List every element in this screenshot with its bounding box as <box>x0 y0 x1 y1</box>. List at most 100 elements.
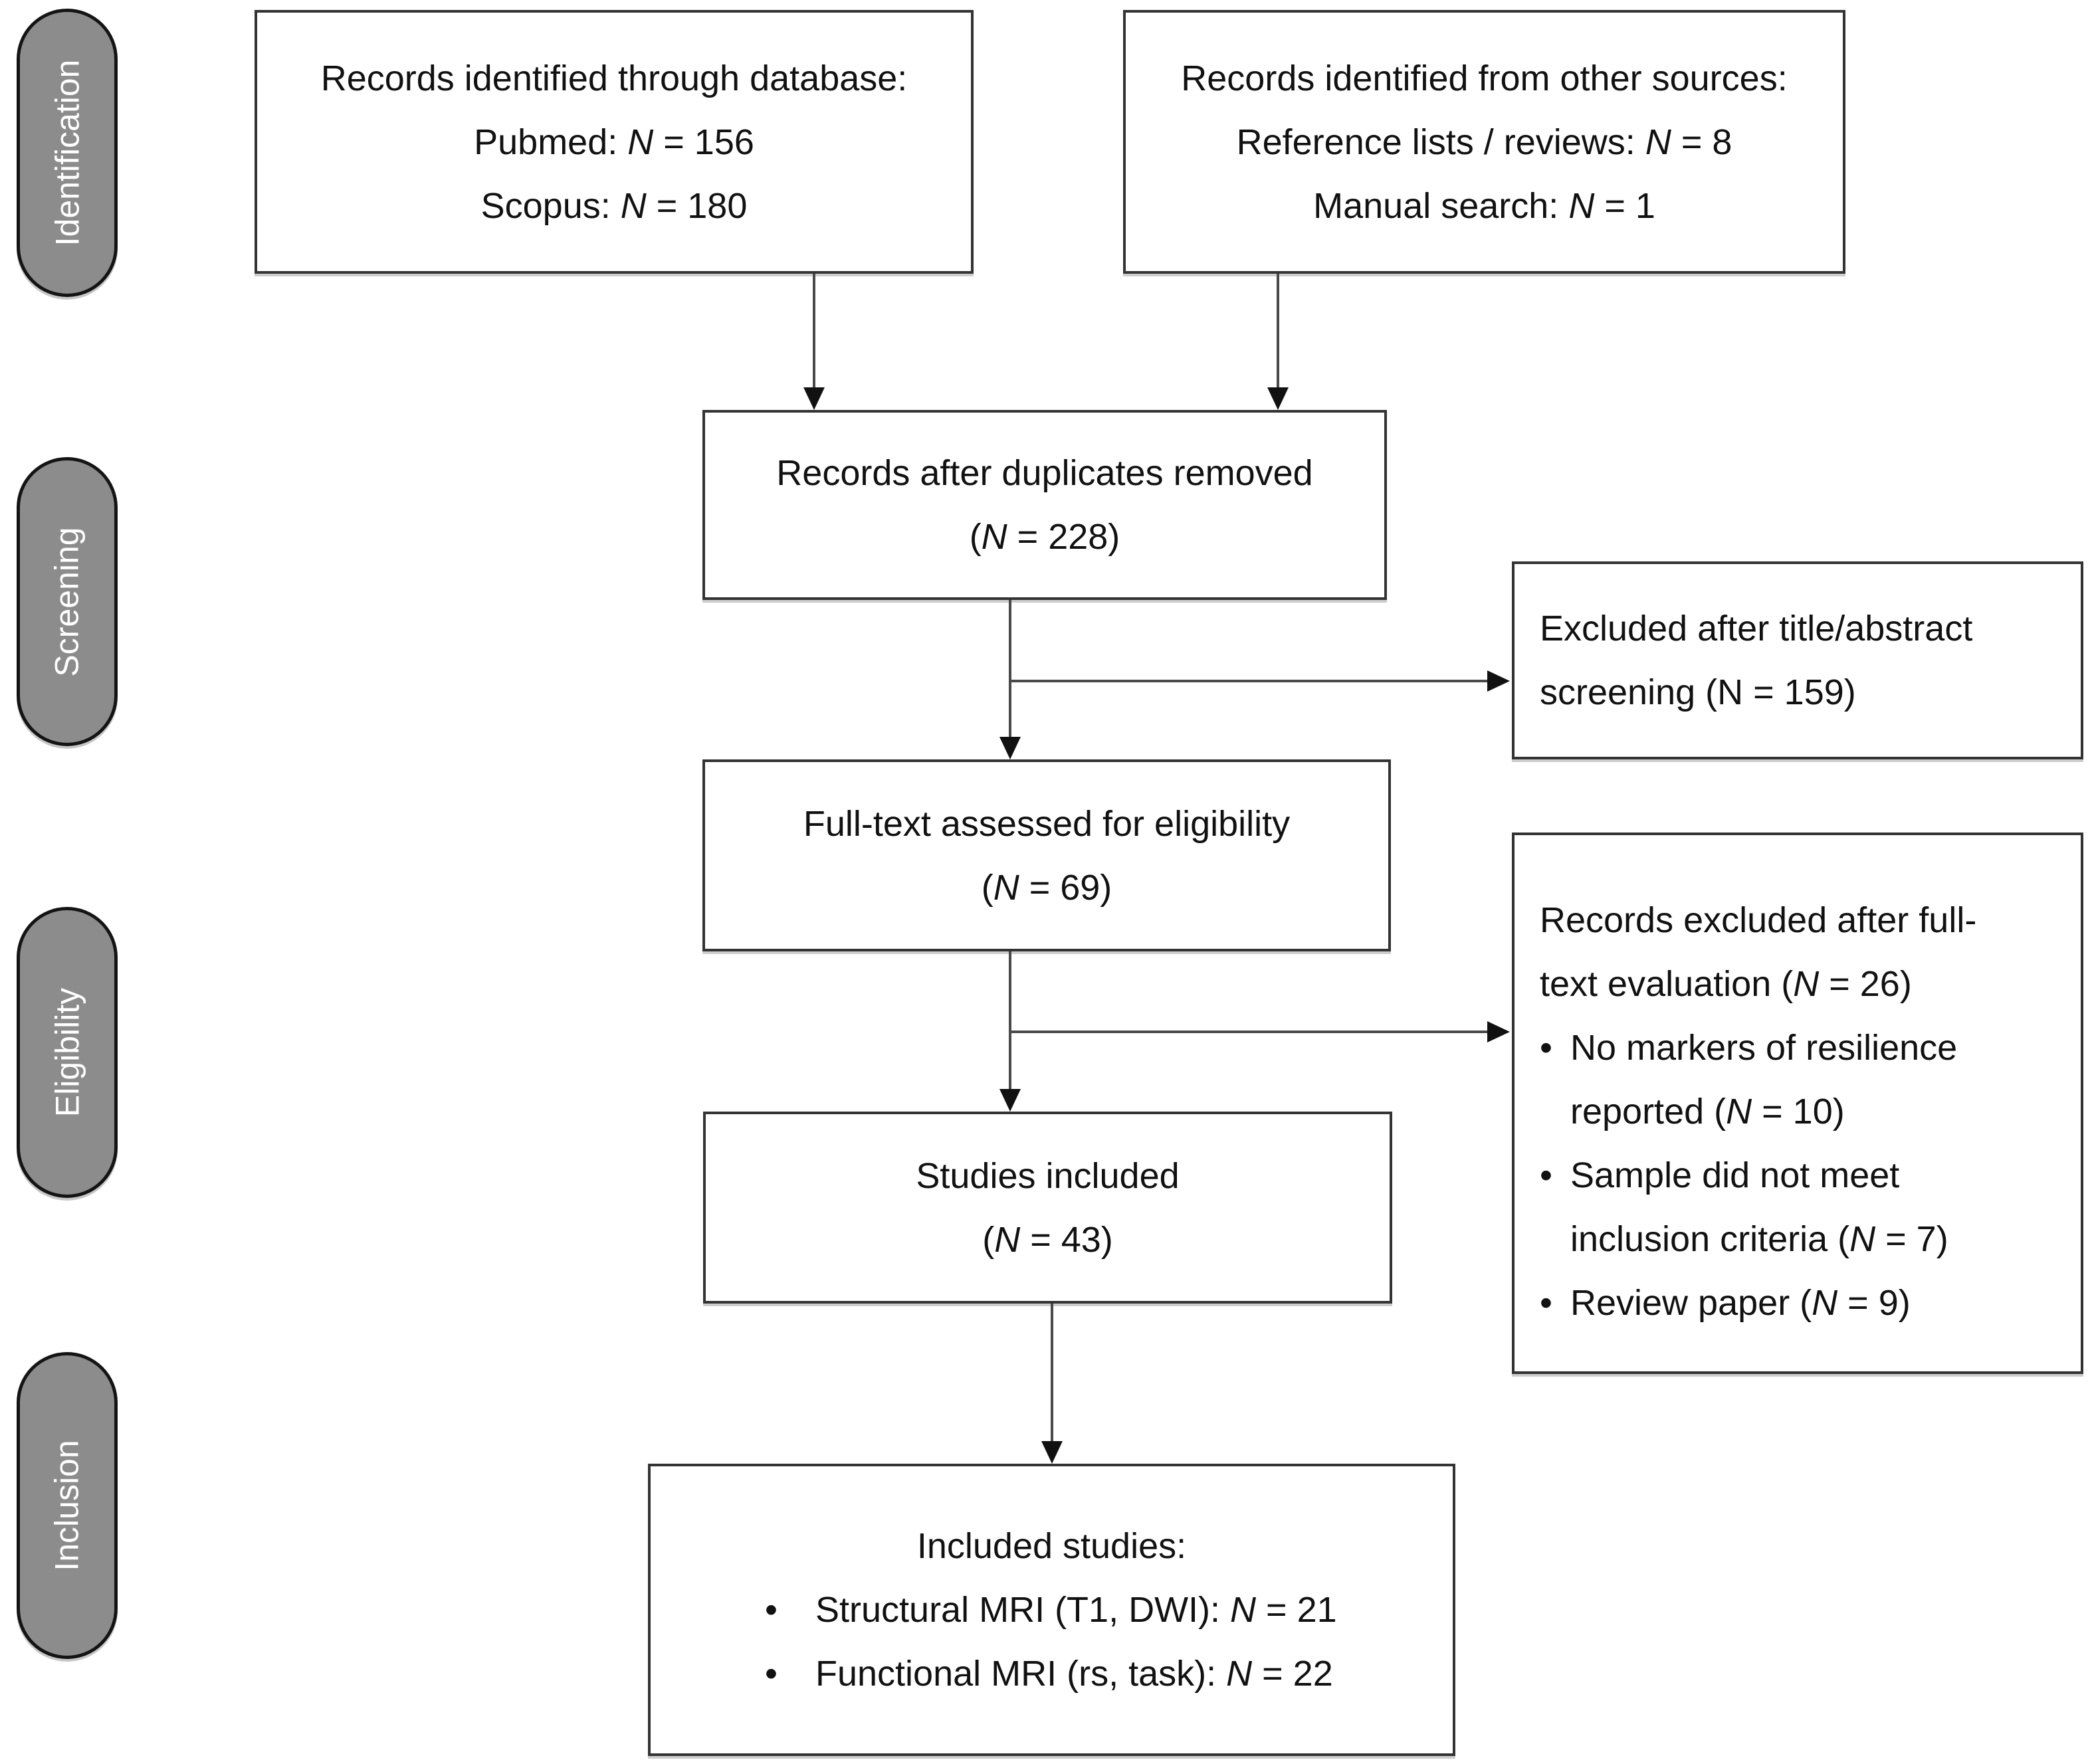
connector-to-excluded-screening <box>1010 680 1487 682</box>
box-line: Manual search: N = 1 <box>1313 174 1655 238</box>
text-segment: ( <box>982 1219 995 1260</box>
n-value: N <box>993 867 1019 908</box>
stage-label-identification: Identification <box>49 59 86 246</box>
bullet-text: No markers of resilience reported (N = 1… <box>1570 1016 1957 1143</box>
bullet-icon: • <box>765 1590 778 1630</box>
arrowhead-down-icon <box>1041 1441 1063 1464</box>
text-segment: Pubmed: <box>474 122 628 162</box>
bullet-icon: • <box>1540 1283 1552 1323</box>
connector-fulltext-to-included <box>1009 951 1011 1089</box>
box-line: screening (N = 159) <box>1540 660 1856 724</box>
text-segment: Records after duplicates removed <box>776 453 1313 493</box>
text-segment: = 22 <box>1252 1654 1333 1694</box>
n-value: N <box>620 185 647 226</box>
n-value: N <box>1568 185 1595 226</box>
box-line: Records excluded after full- <box>1540 888 1976 952</box>
bullet-icon: • <box>1540 1155 1552 1195</box>
text-segment: Included studies: <box>916 1526 1187 1566</box>
n-value: N <box>1812 1283 1838 1323</box>
box-line: Sample did not meet <box>1570 1143 1948 1207</box>
box-line: Pubmed: N = 156 <box>474 110 754 174</box>
n-value: N <box>1230 1590 1257 1630</box>
box-line: (N = 69) <box>982 856 1112 920</box>
text-segment: Reference lists / reviews: <box>1236 122 1645 162</box>
text-segment: Records excluded after full- <box>1540 900 1977 940</box>
box-final-included-studies: Included studies: • Structural MRI (T1, … <box>648 1464 1455 1756</box>
stage-label-screening: Screening <box>49 526 86 677</box>
arrowhead-right-icon <box>1487 1021 1510 1042</box>
connector-included-to-final <box>1051 1304 1053 1441</box>
box-studies-included: Studies included (N = 43) <box>703 1112 1392 1304</box>
box-line: Records after duplicates removed <box>776 441 1312 505</box>
text-segment: = 228) <box>1007 517 1120 557</box>
box-fulltext-assessed: Full-text assessed for eligibility (N = … <box>702 759 1391 951</box>
box-line: Records identified through database: <box>321 47 908 110</box>
stage-pill-inclusion: Inclusion <box>17 1352 118 1659</box>
text-segment: Full-text assessed for eligibility <box>803 803 1291 844</box>
n-value: N <box>1226 1654 1253 1694</box>
box-duplicates-removed: Records after duplicates removed (N = 22… <box>702 410 1387 600</box>
text-segment: ( <box>981 867 994 908</box>
text-segment: = 21 <box>1256 1590 1337 1630</box>
text-segment: Records identified from other sources: <box>1181 58 1788 98</box>
bullet-icon: • <box>1540 1028 1552 1068</box>
box-line: No markers of resilience <box>1570 1016 1957 1080</box>
included-study-item: • Functional MRI (rs, task): N = 22 <box>651 1642 1453 1706</box>
box-line: Functional MRI (rs, task): N = 22 <box>815 1642 1333 1706</box>
box-line: Review paper (N = 9) <box>1570 1271 1911 1335</box>
n-value: N <box>981 517 1007 557</box>
text-segment: = 1 <box>1594 185 1655 226</box>
bullet-text: Structural MRI (T1, DWI): N = 21 <box>815 1578 1337 1642</box>
excluded-reason-item: • Sample did not meet inclusion criteria… <box>1540 1143 1948 1271</box>
box-line: Full-text assessed for eligibility <box>803 792 1290 856</box>
box-line: Records identified from other sources: <box>1181 47 1787 110</box>
box-line: Structural MRI (T1, DWI): N = 21 <box>815 1578 1337 1642</box>
text-segment: Excluded after title/abstract <box>1540 609 1973 648</box>
box-line: Studies included <box>916 1144 1179 1208</box>
text-segment: = 8 <box>1671 122 1732 162</box>
box-records-other-sources: Records identified from other sources: R… <box>1123 10 1845 274</box>
n-value: N <box>1645 122 1671 162</box>
box-line: (N = 43) <box>982 1208 1113 1272</box>
text-segment: = 69) <box>1019 867 1112 908</box>
box-line: Included studies: <box>651 1514 1453 1578</box>
text-segment: ( <box>969 517 982 557</box>
bullet-text: Sample did not meet inclusion criteria (… <box>1570 1143 1948 1271</box>
box-excluded-fulltext: Records excluded after full- text evalua… <box>1512 833 2083 1374</box>
text-segment: reported ( <box>1570 1092 1726 1131</box>
arrowhead-right-icon <box>1487 670 1510 692</box>
box-excluded-screening: Excluded after title/abstract screening … <box>1512 561 2083 759</box>
arrowhead-down-icon <box>1267 387 1289 410</box>
n-value: N <box>627 122 654 162</box>
arrowhead-down-icon <box>999 1089 1021 1112</box>
connector-dedup-to-fulltext <box>1009 600 1011 737</box>
stage-pill-screening: Screening <box>17 457 118 746</box>
box-line: text evaluation (N = 26) <box>1540 952 1912 1016</box>
arrowhead-down-icon <box>803 387 825 410</box>
text-segment: Sample did not meet <box>1570 1155 1900 1195</box>
text-segment: Studies included <box>916 1155 1180 1196</box>
connector-database-to-dedup <box>813 274 815 388</box>
connector-othersources-to-dedup <box>1277 274 1279 388</box>
box-records-database: Records identified through database: Pub… <box>255 10 974 274</box>
box-line: Excluded after title/abstract <box>1540 597 1972 660</box>
text-segment: Manual search: <box>1313 185 1569 226</box>
n-value: N <box>1726 1092 1752 1131</box>
text-segment: = 156 <box>653 122 754 162</box>
text-segment: = 180 <box>646 185 748 226</box>
excluded-reason-item: • No markers of resilience reported (N =… <box>1540 1016 1957 1143</box>
box-line: Reference lists / reviews: N = 8 <box>1237 110 1732 174</box>
text-segment: inclusion criteria ( <box>1570 1219 1850 1259</box>
text-segment: text evaluation ( <box>1540 964 1794 1004</box>
connector-to-excluded-fulltext <box>1010 1030 1487 1033</box>
bullet-icon: • <box>765 1654 778 1694</box>
text-segment: Review paper ( <box>1570 1283 1812 1323</box>
text-segment: = 9) <box>1837 1283 1911 1323</box>
box-line: reported (N = 10) <box>1570 1080 1957 1143</box>
n-value: N <box>1793 964 1820 1004</box>
n-value: N <box>1849 1219 1876 1259</box>
stage-pill-eligibility: Eligibility <box>17 907 118 1198</box>
excluded-reason-item: • Review paper (N = 9) <box>1540 1271 1911 1335</box>
stage-label-inclusion: Inclusion <box>49 1440 86 1571</box>
